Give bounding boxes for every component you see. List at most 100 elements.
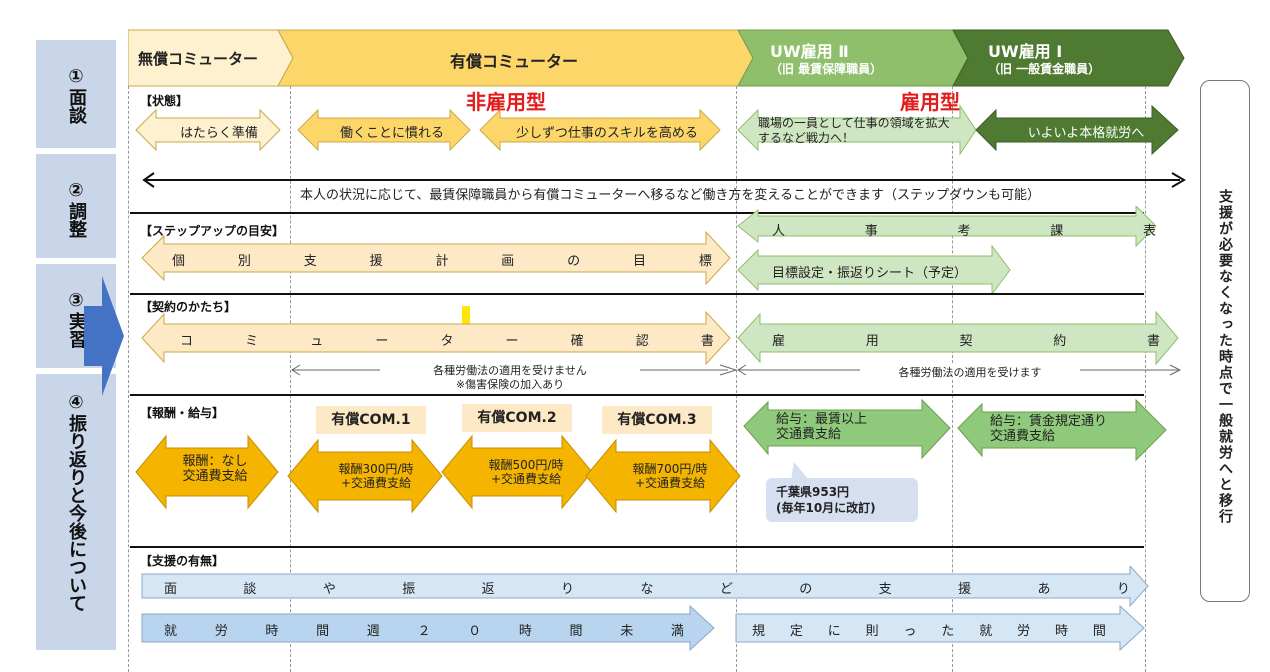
status-raise-skill: 少しずつ仕事のスキルを高める bbox=[516, 126, 698, 141]
rule-char: 就 bbox=[979, 624, 993, 639]
review-char: 事 bbox=[864, 224, 878, 239]
rule-char: に bbox=[827, 624, 841, 639]
header-uw2-title: UW雇用 Ⅱ bbox=[770, 42, 849, 61]
commuter-char: コ bbox=[180, 334, 194, 349]
adjust-text: 本人の状況に応じて、最賃保障職員から有償コミューターへ移るなど働き方を変えること… bbox=[300, 188, 1040, 203]
commuter-doc-row: コ ミ ュ ー タ ー 確 認 書 bbox=[180, 330, 714, 349]
plan-text-row: 個 別 支 援 計 画 の 目 標 bbox=[172, 250, 712, 269]
row-separator-1 bbox=[130, 212, 1144, 214]
pay-tag: 【報酬・給与】 bbox=[140, 406, 225, 420]
support-interview-row: 面 談 や 振 返 り な ど の 支 援 あ り bbox=[164, 578, 1130, 597]
plan-char: 別 bbox=[237, 254, 251, 269]
pay-com3: 報酬700円/時 +交通費支給 bbox=[632, 462, 708, 490]
interview-char: り bbox=[561, 582, 575, 597]
status-getting-used: 働くことに慣れる bbox=[339, 126, 444, 141]
employment-doc-row: 雇 用 契 約 書 bbox=[772, 330, 1160, 349]
review-char: 課 bbox=[1050, 224, 1064, 239]
commuter-char: ュ bbox=[310, 334, 324, 349]
review-char: 人 bbox=[772, 224, 786, 239]
plan-char: 支 bbox=[303, 254, 317, 269]
interview-char: あ bbox=[1037, 582, 1051, 597]
pay-uw1: 給与：賃金規定通り 交通費支給 bbox=[990, 414, 1108, 444]
employment-char: 用 bbox=[865, 334, 879, 349]
contract-arrows bbox=[141, 310, 1179, 366]
divider-col-3 bbox=[736, 86, 737, 672]
plan-char: 援 bbox=[369, 254, 383, 269]
interview-char: 振 bbox=[402, 582, 416, 597]
stepup-arrows bbox=[141, 206, 1157, 296]
pay-arrows bbox=[135, 398, 1167, 514]
step-3-label: 実習 bbox=[66, 312, 87, 348]
commuter-char: ー bbox=[375, 334, 389, 349]
non-employment-label: 非雇用型 bbox=[466, 90, 546, 114]
com3-label: 有償COM.3 bbox=[602, 406, 712, 434]
hours-char: 満 bbox=[670, 624, 684, 639]
callout-line1: 千葉県953円 bbox=[776, 485, 850, 499]
rule-char: 規 bbox=[752, 624, 766, 639]
step-2-number: ② bbox=[68, 180, 84, 201]
right-panel-text: 支援が必要なくなった時点で一般就労へと移行 bbox=[1217, 189, 1233, 525]
review-char: 考 bbox=[957, 224, 971, 239]
support-rule-row: 規 定 に 則 っ た 就 労 時 間 bbox=[752, 620, 1106, 639]
pay-com1: 報酬300円/時 +交通費支給 bbox=[338, 462, 414, 490]
interview-char: や bbox=[322, 582, 336, 597]
header-uw1-sub: （旧 一般賃金職員） bbox=[988, 62, 1101, 76]
review-char: 表 bbox=[1142, 224, 1156, 239]
com2-label: 有償COM.2 bbox=[462, 404, 572, 432]
plan-char: の bbox=[567, 254, 581, 269]
right-transition-panel: 支援が必要なくなった時点で一般就労へと移行 bbox=[1200, 80, 1250, 602]
pay-uw2: 給与：最賃以上 交通費支給 bbox=[776, 412, 868, 442]
employment-char: 契 bbox=[959, 334, 973, 349]
header-band bbox=[128, 29, 1185, 87]
divider-col-1 bbox=[128, 86, 129, 672]
employment-label: 雇用型 bbox=[900, 90, 960, 114]
status-full-work: いよいよ本格就労へ bbox=[1027, 126, 1145, 141]
hours-char: 未 bbox=[620, 624, 634, 639]
step-1-box: ① 面談 bbox=[36, 40, 116, 148]
header-uw1-title: UW雇用 Ⅰ bbox=[988, 42, 1063, 61]
law-not-line2: ※傷害保険の加入あり bbox=[455, 378, 565, 391]
plan-char: 計 bbox=[435, 254, 449, 269]
hours-char: 就 bbox=[164, 624, 178, 639]
review-text-row: 人 事 考 課 表 bbox=[772, 220, 1156, 239]
plan-char: 目 bbox=[633, 254, 647, 269]
rule-char: 時 bbox=[1055, 624, 1069, 639]
status-tag: 【状態】 bbox=[140, 94, 189, 108]
pay-com2: 報酬500円/時 +交通費支給 bbox=[488, 458, 564, 486]
adjust-double-arrow-icon bbox=[142, 172, 1186, 188]
header-uw2-sub: （旧 最賃保障職員） bbox=[770, 62, 883, 76]
step-4-number: ④ bbox=[68, 392, 84, 413]
support-arrows bbox=[141, 566, 1149, 652]
interview-char: 面 bbox=[164, 582, 178, 597]
flow-arrow-icon bbox=[84, 276, 124, 396]
plan-char: 標 bbox=[698, 254, 712, 269]
commuter-char: 認 bbox=[635, 334, 649, 349]
status-arrows bbox=[135, 104, 1179, 156]
support-tag: 【支援の有無】 bbox=[140, 554, 225, 568]
rule-char: っ bbox=[903, 624, 917, 639]
interview-char: 談 bbox=[243, 582, 257, 597]
plan-char: 個 bbox=[172, 254, 186, 269]
interview-char: 支 bbox=[878, 582, 892, 597]
employment-char: 書 bbox=[1146, 334, 1160, 349]
header-paid-label: 有償コミューター bbox=[450, 52, 579, 71]
interview-char: の bbox=[799, 582, 813, 597]
row-separator-4 bbox=[130, 546, 1144, 548]
hours-char: ２ bbox=[417, 624, 431, 639]
interview-char: な bbox=[640, 582, 654, 597]
divider-col-5 bbox=[1145, 86, 1146, 672]
interview-char: 援 bbox=[958, 582, 972, 597]
divider-col-2 bbox=[290, 86, 291, 672]
employment-char: 雇 bbox=[772, 334, 786, 349]
hours-char: 週 bbox=[366, 624, 380, 639]
hours-char: ０ bbox=[468, 624, 482, 639]
hours-char: 間 bbox=[316, 624, 330, 639]
interview-char: 返 bbox=[481, 582, 495, 597]
law-yes: 各種労働法の適用を受けます bbox=[860, 364, 1080, 380]
interview-char: ど bbox=[719, 582, 733, 597]
header-unpaid-label: 無償コミューター bbox=[138, 50, 259, 68]
row-separator-3 bbox=[130, 394, 1144, 396]
step-3-number: ③ bbox=[68, 290, 84, 311]
step-2-label: 調整 bbox=[66, 202, 87, 238]
rule-char: た bbox=[941, 624, 955, 639]
